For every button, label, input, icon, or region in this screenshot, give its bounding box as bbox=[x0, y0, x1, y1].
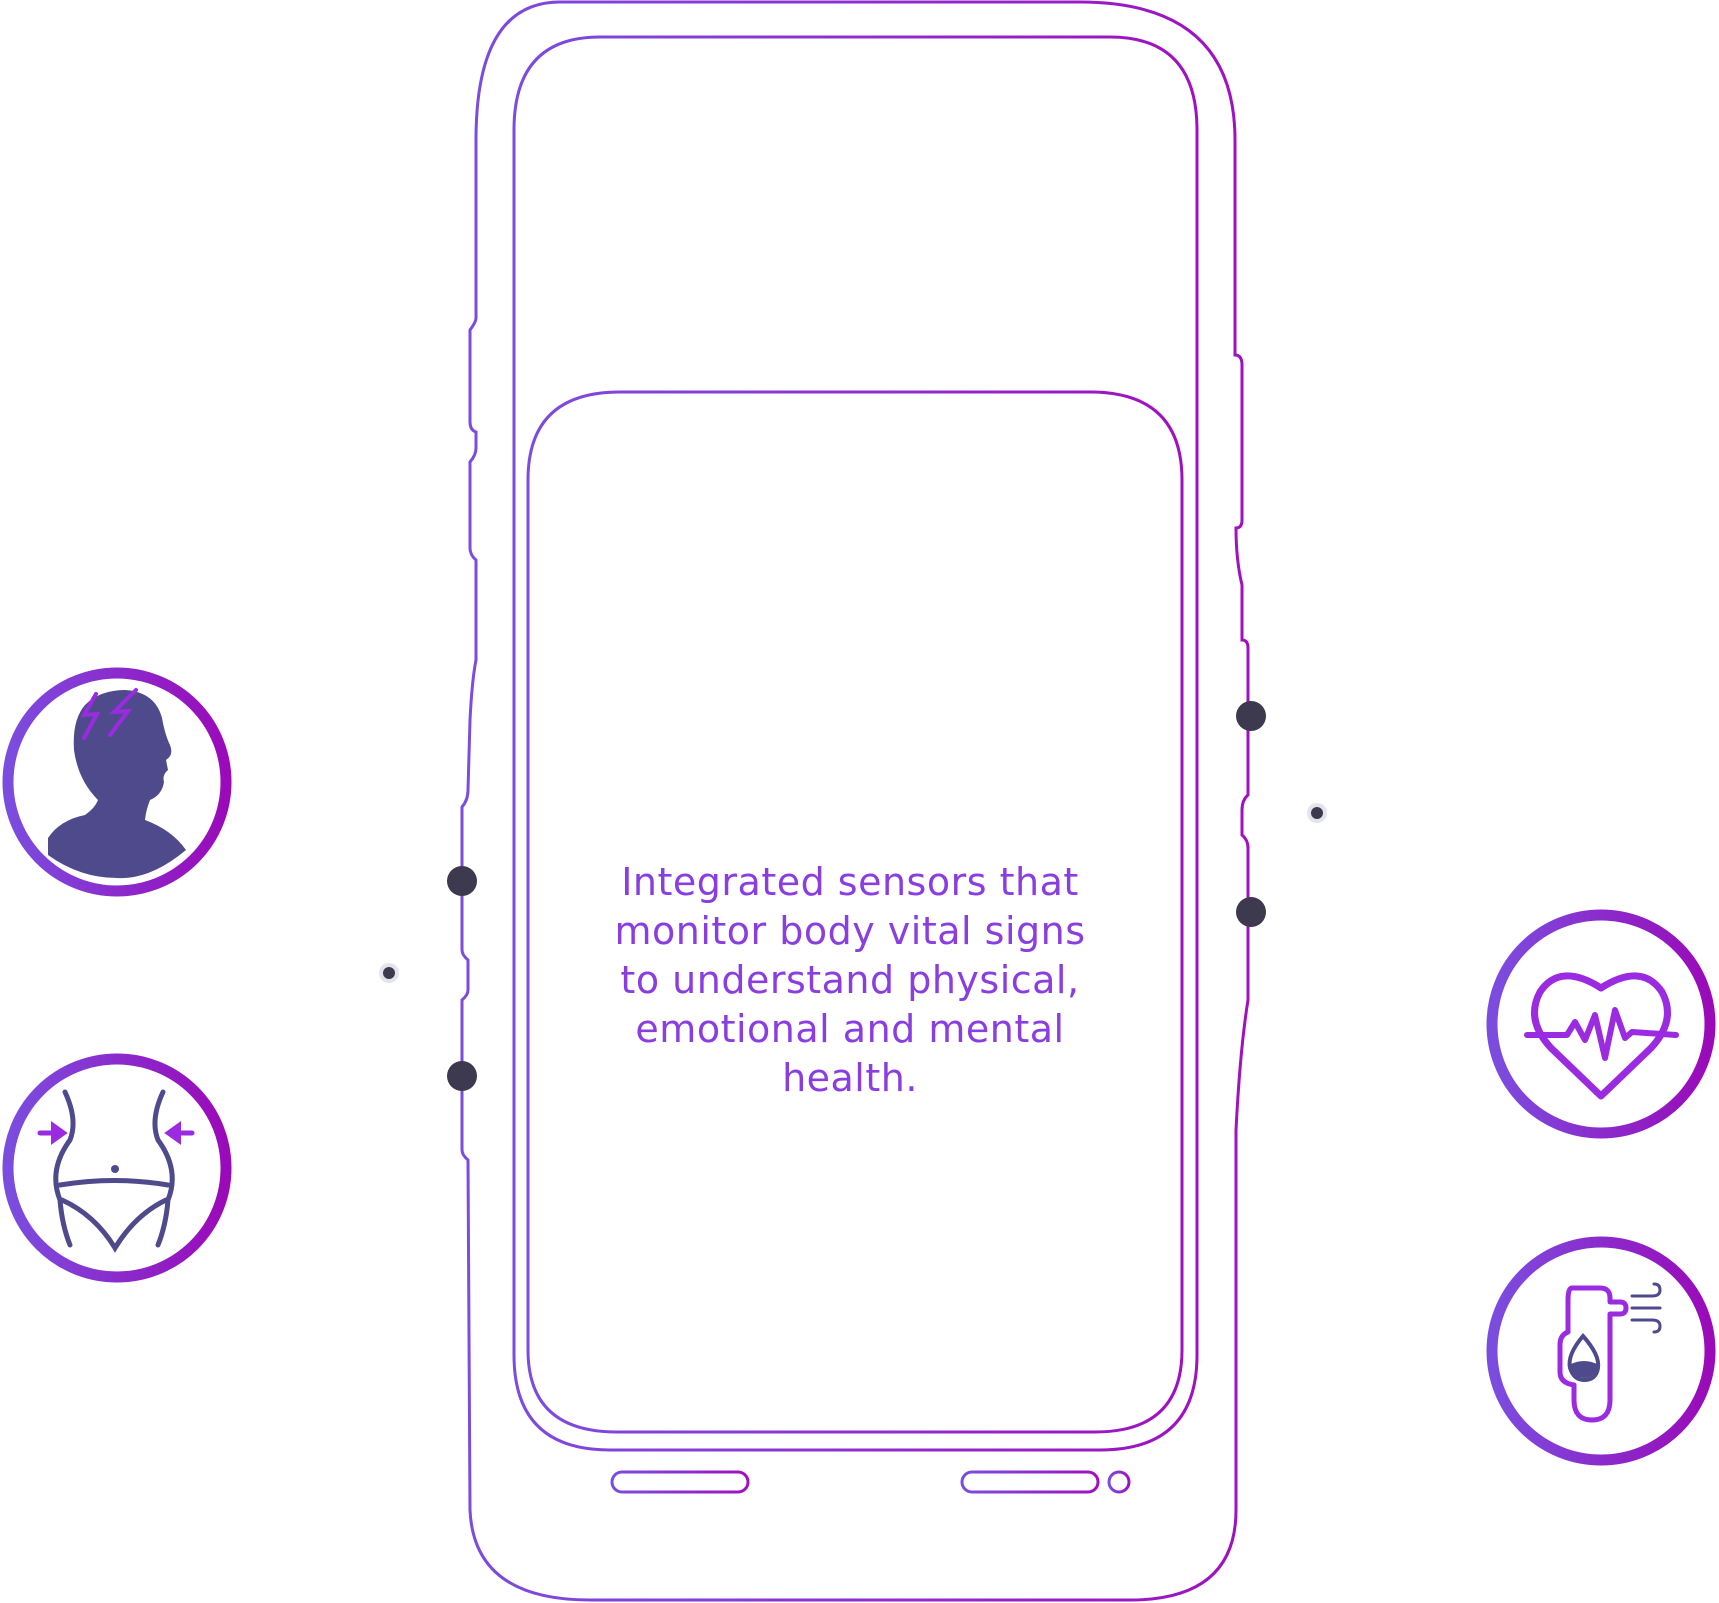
waist-slimming-icon bbox=[2, 1053, 232, 1283]
small-dot-right-core bbox=[1311, 807, 1323, 819]
sensor-dot-right-lower bbox=[1236, 897, 1266, 927]
head-stress-icon bbox=[2, 667, 232, 897]
microphone-hole bbox=[1107, 1470, 1131, 1494]
phone-screen-inner bbox=[526, 390, 1184, 1434]
heart-rate-icon bbox=[1486, 909, 1716, 1139]
sensor-dot-left-lower bbox=[447, 1061, 477, 1091]
speaker-slot-right bbox=[960, 1470, 1100, 1494]
phone-screen-outer bbox=[512, 35, 1199, 1452]
phone-body bbox=[460, 0, 1250, 1602]
small-dot-left-core bbox=[383, 967, 395, 979]
phone-outline bbox=[460, 0, 1250, 1602]
sensor-dot-right-upper bbox=[1236, 701, 1266, 731]
caption-line-4: emotional and mental bbox=[635, 1007, 1065, 1051]
caption-line-5: health. bbox=[782, 1056, 918, 1100]
caption-line-3: to understand physical, bbox=[620, 958, 1080, 1002]
caption-line-2: monitor body vital signs bbox=[614, 909, 1086, 953]
sensor-dot-left-upper bbox=[447, 866, 477, 896]
breath-hydration-icon bbox=[1486, 1236, 1716, 1466]
caption-text: Integrated sensors that monitor body vit… bbox=[570, 858, 1130, 1103]
sensor-dots bbox=[447, 701, 1266, 1091]
caption-line-1: Integrated sensors that bbox=[621, 860, 1079, 904]
small-dots bbox=[379, 803, 1327, 983]
speaker-slot-left bbox=[610, 1470, 750, 1494]
